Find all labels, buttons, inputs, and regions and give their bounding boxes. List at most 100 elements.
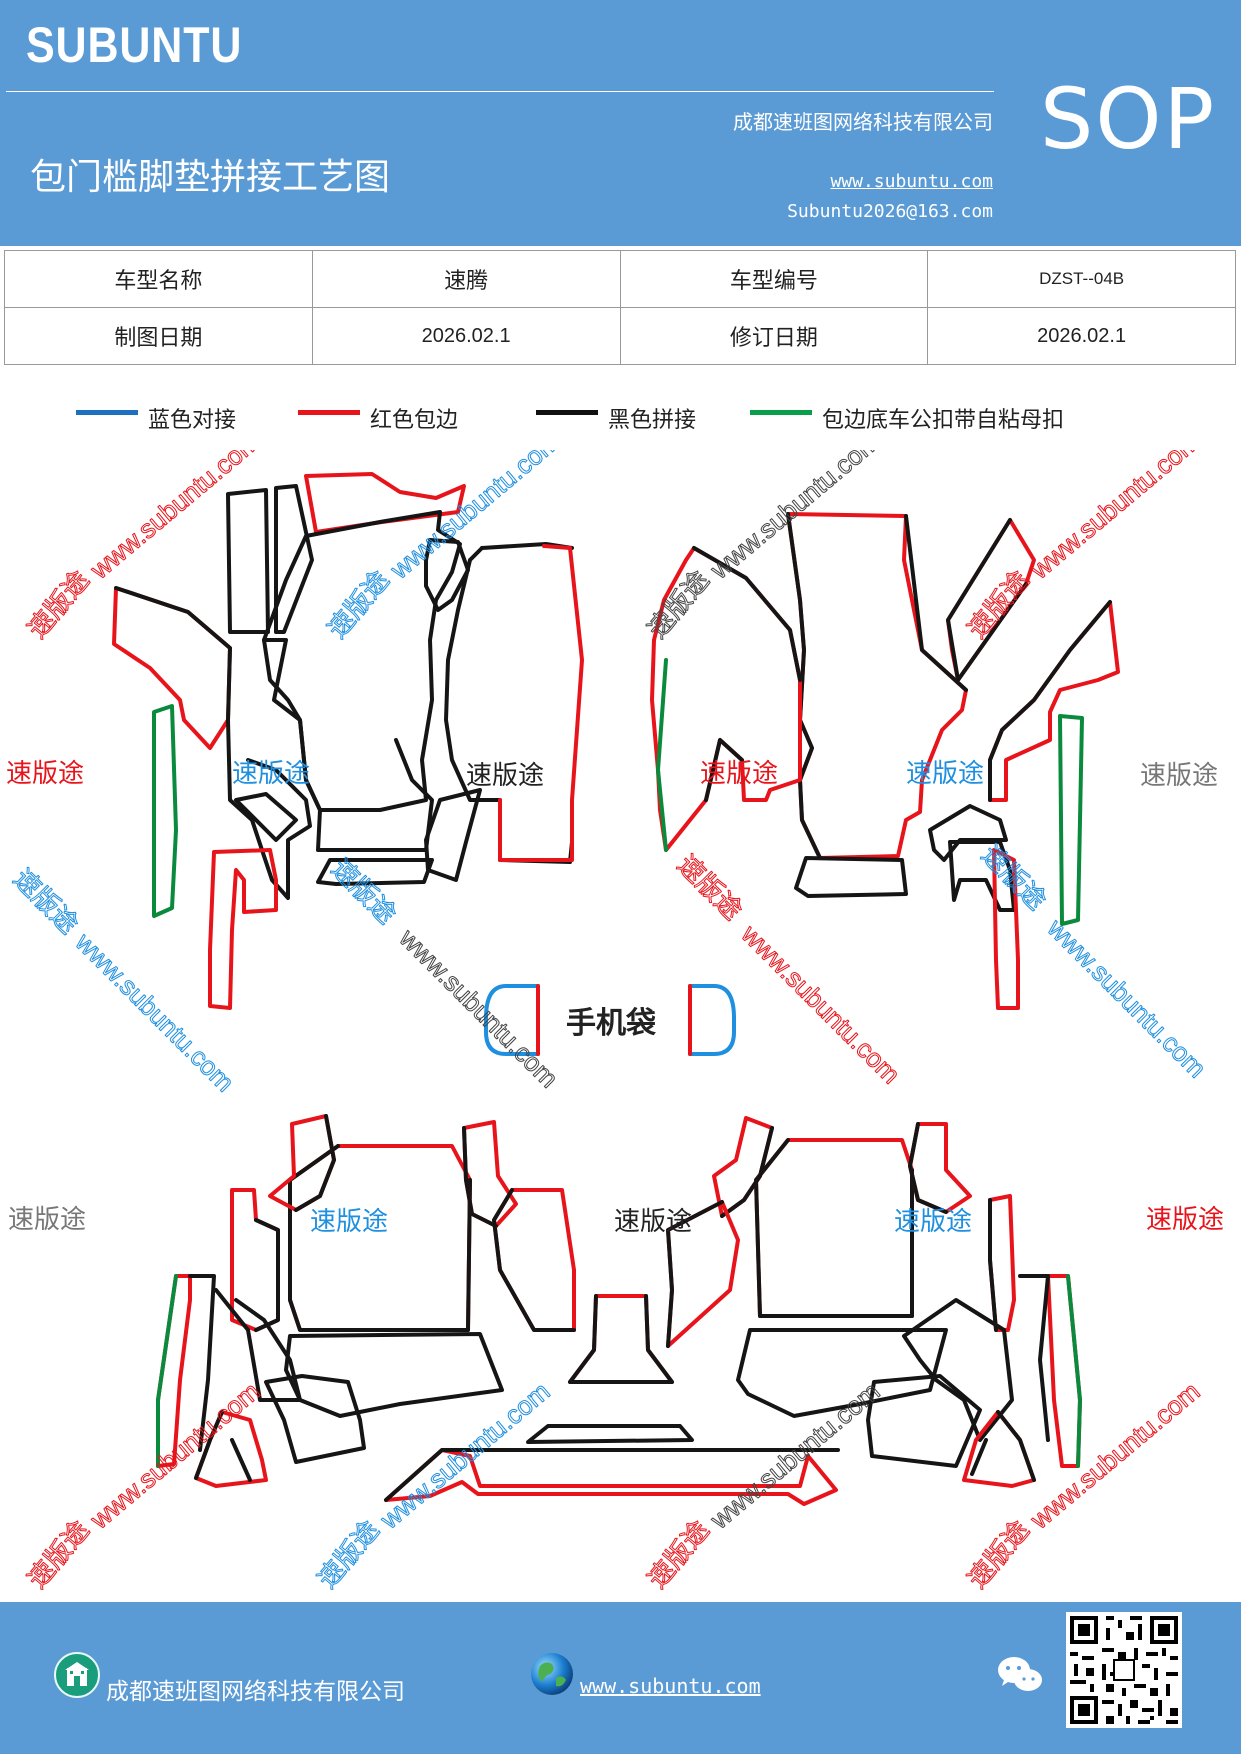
table-row: 车型名称 速腾 车型编号 DZST--04B (4, 250, 1236, 308)
mat-piece (526, 1424, 694, 1444)
watermark-rotated: 速版途 (22, 565, 95, 644)
brand-logo: SUBUNTU (26, 17, 243, 73)
watermark-rotated: 速版途 (672, 849, 748, 925)
watermark-label: 速版途 (6, 758, 84, 788)
mat-piece (988, 600, 1120, 802)
watermark-rotated: 速版途 (642, 1515, 715, 1594)
watermark-rotated-url: www.subuntu.com (735, 918, 906, 1089)
mat-piece (152, 704, 178, 918)
header-website-link[interactable]: www.subuntu.com (830, 171, 993, 192)
header-band (0, 0, 1241, 246)
building-icon (54, 1652, 100, 1698)
watermark-rotated-url: www.subuntu.com (1041, 912, 1212, 1083)
mat-piece (284, 1332, 504, 1418)
watermark-rotated-url: www.subuntu.com (69, 926, 240, 1097)
watermark-label: 速版途 (232, 758, 310, 788)
vehicle-info-table: 车型名称 速腾 车型编号 DZST--04B 制图日期 2026.02.1 修订… (4, 250, 1236, 365)
mat-piece (498, 544, 584, 862)
watermark-rotated: 速版途 (8, 863, 84, 939)
mat-piece (264, 1374, 366, 1464)
watermark-label: 速版途 (700, 758, 778, 788)
watermark-rotated-url: www.subuntu.com (84, 450, 266, 585)
draw-date-value: 2026.02.1 (311, 307, 621, 365)
mat-piece (754, 1138, 914, 1318)
legend-label: 包边底车公扣带自粘母扣 (822, 408, 1065, 433)
watermark-rotated-url: www.subuntu.com (1024, 450, 1206, 585)
watermark-label: 速版途 (906, 758, 984, 788)
front-right-mat (650, 512, 1120, 1010)
mat-piece (568, 1294, 674, 1384)
mat-piece (720, 1126, 774, 1218)
qr-code-pattern (1066, 1612, 1182, 1728)
draw-date-label: 制图日期 (4, 307, 313, 365)
mat-piece (208, 848, 278, 1010)
revise-date-label: 修订日期 (619, 307, 929, 365)
watermark-label: 速版途 (614, 1206, 692, 1236)
front-left-mat (112, 472, 584, 1010)
table-row: 制图日期 2026.02.1 修订日期 2026.02.1 (4, 307, 1236, 365)
mat-piece (194, 1410, 252, 1482)
qr-code (1066, 1612, 1182, 1728)
mat-piece (188, 1274, 216, 1452)
mat-piece (786, 512, 822, 860)
mat-piece (908, 1122, 948, 1214)
mat-piece (988, 1198, 998, 1332)
watermark-label: 速版途 (8, 1204, 86, 1234)
revise-date-value: 2026.02.1 (927, 307, 1236, 365)
model-code-value: DZST--04B (927, 250, 1236, 308)
mat-piece (230, 1188, 280, 1332)
mat-piece (568, 1294, 674, 1384)
mat-piece (114, 586, 232, 722)
header-company: 成都速班图网络科技有限公司 (733, 110, 993, 134)
mat-piece (904, 514, 968, 692)
mat-piece (288, 1144, 472, 1332)
mat-piece (462, 1126, 498, 1228)
watermark-rotated-url: www.subuntu.com (704, 1376, 886, 1535)
legend-label: 黑色拼接 (608, 408, 697, 433)
mat-piece (316, 858, 434, 886)
mat-piece (1066, 1274, 1082, 1468)
document-title: 包门槛脚垫拼接工艺图 (30, 157, 391, 198)
watermark-rotated-url: www.subuntu.com (1024, 1376, 1206, 1535)
model-name-value: 速腾 (311, 250, 621, 308)
mat-piece (294, 1114, 336, 1212)
watermark-rotated: 速版途 (22, 1515, 95, 1594)
legend-swatch-black (536, 410, 598, 415)
footer-website-link[interactable]: www.subuntu.com (580, 1674, 761, 1698)
watermark-label: 速版途 (466, 760, 544, 790)
legend-swatch-red (298, 410, 360, 415)
mat-piece (254, 1218, 280, 1332)
header-email[interactable]: Subuntu2026@163.com (787, 201, 993, 222)
watermark-label: 速版途 (894, 1206, 972, 1236)
mat-piece (1018, 1274, 1050, 1442)
mat-piece (288, 1144, 472, 1332)
watermark-label: 速版途 (1140, 760, 1218, 790)
phone-pocket-right (688, 984, 736, 1056)
globe-icon (531, 1653, 573, 1695)
wechat-icon (998, 1657, 1042, 1691)
mat-piece (992, 848, 1020, 1010)
legend-label: 蓝色对接 (148, 408, 237, 433)
watermark-rotated: 速版途 (322, 565, 395, 644)
mat-piece (656, 658, 668, 852)
mat-piece (1058, 714, 1084, 926)
phone-pocket-group (484, 984, 736, 1056)
footer-company: 成都速班图网络科技有限公司 (106, 1679, 405, 1705)
mat-piece (866, 1374, 982, 1468)
mat-piece (666, 1200, 724, 1348)
mat-piece (492, 1188, 576, 1332)
mat-piece (226, 718, 312, 900)
watermark-label: 速版途 (1146, 1204, 1224, 1234)
mat-piece (794, 856, 908, 898)
mat-piece (692, 546, 802, 802)
watermark-label: 速版途 (310, 1206, 388, 1236)
mat-piece (424, 538, 470, 612)
watermark-rotated-url: www.subuntu.com (374, 1376, 556, 1535)
mat-piece (786, 512, 968, 860)
mat-piece (948, 840, 1016, 912)
watermark-rotated: 速版途 (326, 853, 402, 929)
phone-pocket-left (484, 984, 540, 1056)
model-code-label: 车型编号 (619, 250, 929, 308)
mat-piece (736, 1328, 948, 1418)
mat-piece (492, 1188, 576, 1332)
